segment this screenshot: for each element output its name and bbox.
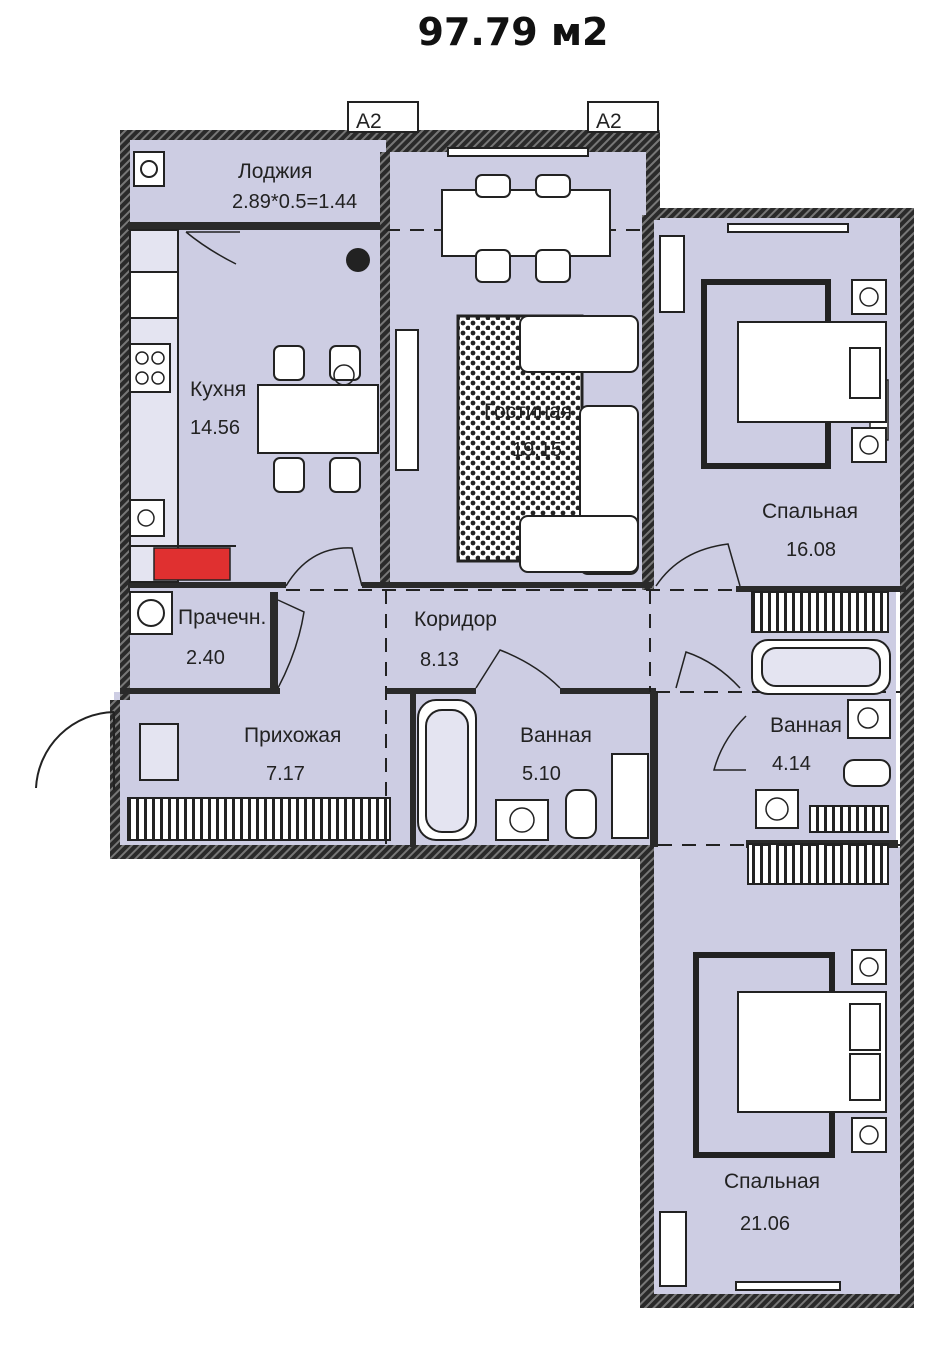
kitchen-furniture [129,229,379,583]
nightstand [851,427,887,463]
toilet [565,789,597,839]
room-area-kitchen: 14.56 [190,417,240,439]
bedroom1-furniture [659,235,887,469]
plant-icon [346,248,370,272]
room-area-hallway: 7.17 [266,763,305,785]
tv [395,329,419,471]
room-name-loggia: Лоджия [238,160,312,183]
living-furniture [395,174,639,575]
door[interactable] [285,547,363,587]
room-name-laundry: Прачечн. [178,606,266,629]
entrance-door[interactable] [35,711,115,789]
room-area-living: 19.15 [512,439,562,461]
sink-icon [129,499,165,537]
door[interactable] [475,649,561,689]
loggia-floor [128,138,390,228]
toilet [843,759,891,787]
marker-label: A2 [596,110,622,133]
section-markers: A2 A2 [347,101,659,133]
room-name-living: Гостиная [484,400,572,423]
room-name-bathroom1: Ванная [520,724,592,747]
total-area-title: 97.79 м2 [417,10,609,54]
room-area-bedroom2: 21.06 [740,1213,790,1235]
bathroom1-furniture [417,699,649,841]
marker-label: A2 [356,110,382,133]
dining-table [441,189,611,257]
bath2-shelf [809,805,889,833]
door[interactable] [675,651,741,689]
corridor-floor [280,588,746,692]
walls [110,130,914,1308]
bedroom1-wardrobe [751,591,889,633]
shelf [611,753,649,839]
room-name-bedroom2: Спальная [724,1170,820,1193]
door[interactable] [277,599,305,689]
laundry-furniture [129,591,173,635]
room-area-loggia: 2.89*0.5=1.44 [232,191,357,213]
room-name-corridor: Коридор [414,608,497,631]
room-area-bathroom1: 5.10 [522,763,561,785]
door[interactable] [185,231,240,265]
room-name-bathroom2: Ванная [770,714,842,737]
room-name-bedroom1: Спальная [762,500,858,523]
room-name-hallway: Прихожая [244,724,341,747]
door[interactable] [655,543,741,587]
doors [185,231,747,771]
nightstand [851,949,887,985]
windows [447,147,889,1291]
bedroom2-wardrobe [747,843,889,885]
hallway-furniture [35,711,179,790]
stove-icon [129,343,171,393]
wall-hatches [127,591,889,885]
hallway-wardrobe [127,797,391,841]
door[interactable] [713,715,747,771]
bedroom2-furniture [659,949,887,1287]
room-area-bedroom1: 16.08 [786,539,836,561]
kitchen-table [257,384,379,454]
sink [847,699,891,739]
radiator [153,547,231,581]
sofa [519,315,639,373]
room-area-laundry: 2.40 [186,647,225,669]
bathroom2-furniture [751,639,891,829]
loggia-furniture [133,151,370,272]
room-name-kitchen: Кухня [190,378,246,401]
nightstand [851,279,887,315]
nightstand [851,1117,887,1153]
room-area-corridor: 8.13 [420,649,459,671]
sink [495,799,549,841]
washing-machine [755,789,799,829]
washing-machine [129,591,173,635]
room-area-bathroom2: 4.14 [772,753,811,775]
room-labels: Лоджия 2.89*0.5=1.44 Кухня 14.56 Гостина… [178,160,858,1235]
